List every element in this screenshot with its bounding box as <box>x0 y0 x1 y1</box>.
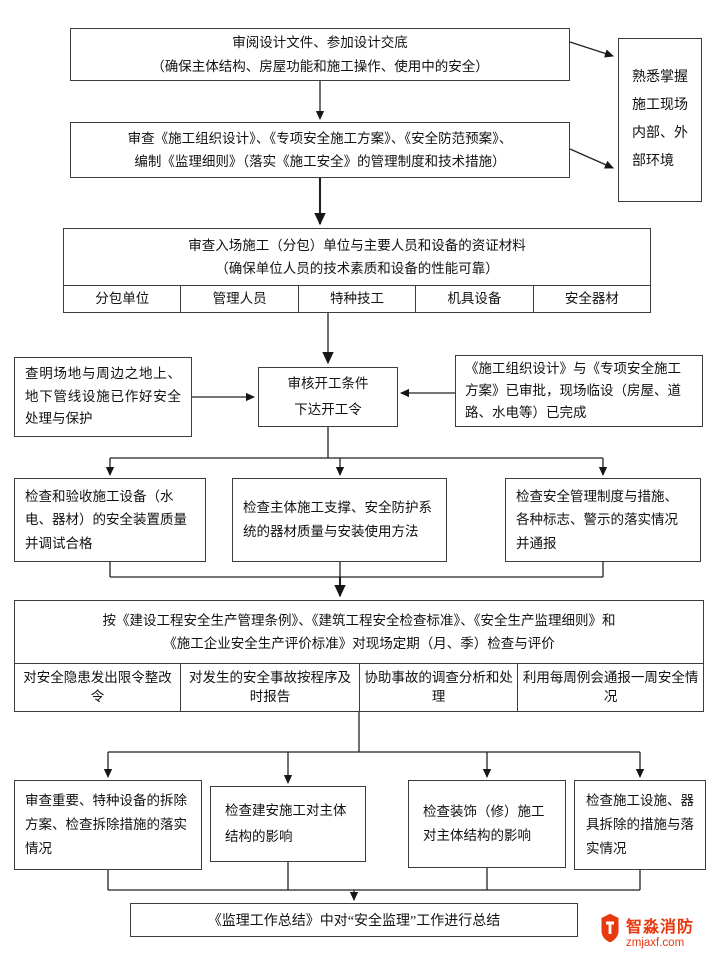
credential-category-cell: 管理人员 <box>180 286 297 312</box>
node-text: 检查和验收施工设备（水电、器材）的安全装置质量并调试合格 <box>25 488 187 551</box>
inspect-safety-management-node: 检查安全管理制度与措施、各种标志、警示的落实情况并通报 <box>505 478 701 562</box>
node-text: 《监理工作总结》中对“安全监理”工作进行总结 <box>207 914 501 929</box>
node-text-line: 下达开工令 <box>294 402 362 417</box>
node-text: 审查重要、特种设备的拆除方案、检查拆除措施的落实情况 <box>25 792 187 857</box>
node-text: 检查装饰（修）施工对主体结构的影响 <box>423 803 545 843</box>
node-text-line: 审查入场施工（分包）单位与主要人员和设备的资证材料 <box>188 237 526 253</box>
brand-logo: 智淼消防 zmjaxf.com <box>599 913 694 949</box>
node-text: 检查安全管理制度与措施、各种标志、警示的落实情况并通报 <box>516 488 678 551</box>
credential-category-cell: 机具设备 <box>415 286 532 312</box>
periodic-inspection-node: 按《建设工程安全生产管理条例》、《建筑工程安全检查标准》、《安全生产监理细则》和… <box>14 600 704 712</box>
brand-name: 智淼消防 <box>626 919 695 936</box>
approve-start-conditions-node: 审核开工条件 下达开工令 <box>258 367 398 427</box>
brand-logo-icon <box>599 913 621 948</box>
inspect-construction-impact-node: 检查建安施工对主体结构的影响 <box>210 786 366 862</box>
node-text: 熟悉掌握施工现场内部、外部环境 <box>632 70 688 169</box>
plans-approved-node: 《施工组织设计》与《专项安全施工方案》已审批，现场临设（房屋、道路、水电等）已完… <box>455 355 703 427</box>
node-text: 检查施工设施、器具拆除的措施与落实情况 <box>586 792 694 857</box>
inspection-action-cell: 对安全隐患发出限令整改令 <box>23 669 172 704</box>
node-text-line: 按《建设工程安全生产管理条例》、《建筑工程安全检查标准》、《安全生产监理细则》和 <box>102 612 616 628</box>
credential-category-cell: 分包单位 <box>95 290 150 306</box>
inspect-decoration-impact-node: 检查装饰（修）施工对主体结构的影响 <box>408 780 566 868</box>
credential-category-cell: 安全器材 <box>532 286 650 312</box>
inspect-support-systems-node: 检查主体施工支撑、安全防护系统的器材质量与安装使用方法 <box>232 478 447 562</box>
node-text-line: 《施工企业安全生产评价标准》对现场定期（月、季）检查与评价 <box>163 636 555 651</box>
inspect-facility-removal-node: 检查施工设施、器具拆除的措施与落实情况 <box>574 780 706 870</box>
node-text-line: 审查《施工组织设计》、《专项安全施工方案》、《安全防范预案》、 <box>127 130 513 146</box>
node-text-line: 审阅设计文件、参加设计交底 <box>232 35 408 51</box>
familiarize-site-environment-node: 熟悉掌握施工现场内部、外部环境 <box>618 38 702 202</box>
brand-url: zmjaxf.com <box>626 937 685 949</box>
review-construction-plans-node: 审查《施工组织设计》、《专项安全施工方案》、《安全防范预案》、 编制《监理细则》… <box>70 122 570 178</box>
site-pipeline-protection-node: 查明场地与周边之地上、地下管线设施已作好安全处理与保护 <box>14 357 192 437</box>
review-design-docs-node: 审阅设计文件、参加设计交底 （确保主体结构、房屋功能和施工操作、使用中的安全） <box>70 28 570 81</box>
node-text: 查明场地与周边之地上、地下管线设施已作好安全处理与保护 <box>25 365 181 427</box>
inspection-action-cell: 对发生的安全事故按程序及时报告 <box>180 664 359 711</box>
inspection-action-cell: 利用每周例会通报一周安全情况 <box>517 664 703 711</box>
supervision-summary-node: 《监理工作总结》中对“安全监理”工作进行总结 <box>130 903 578 937</box>
node-text-line: （确保单位人员的技术素质和设备的性能可靠） <box>215 261 499 276</box>
credential-category-cell: 特种技工 <box>297 286 415 312</box>
review-demolition-plan-node: 审查重要、特种设备的拆除方案、检查拆除措施的落实情况 <box>14 780 202 870</box>
node-text: 检查建安施工对主体结构的影响 <box>225 803 347 844</box>
node-text-line: 编制《监理细则》（落实《施工安全》的管理制度和技术措施） <box>134 154 506 169</box>
node-text-line: 审核开工条件 <box>287 376 369 392</box>
node-text: 检查主体施工支撑、安全防护系统的器材质量与安装使用方法 <box>243 500 432 539</box>
review-subcontractor-credentials-node: 审查入场施工（分包）单位与主要人员和设备的资证材料 （确保单位人员的技术素质和设… <box>63 228 651 313</box>
node-text: 《施工组织设计》与《专项安全施工方案》已审批，现场临设（房屋、道路、水电等）已完… <box>465 361 681 420</box>
node-text-line: （确保主体结构、房屋功能和施工操作、使用中的安全） <box>151 58 489 74</box>
inspect-equipment-node: 检查和验收施工设备（水电、器材）的安全装置质量并调试合格 <box>14 478 206 562</box>
inspection-action-cell: 协助事故的调查分析和处理 <box>358 664 517 711</box>
